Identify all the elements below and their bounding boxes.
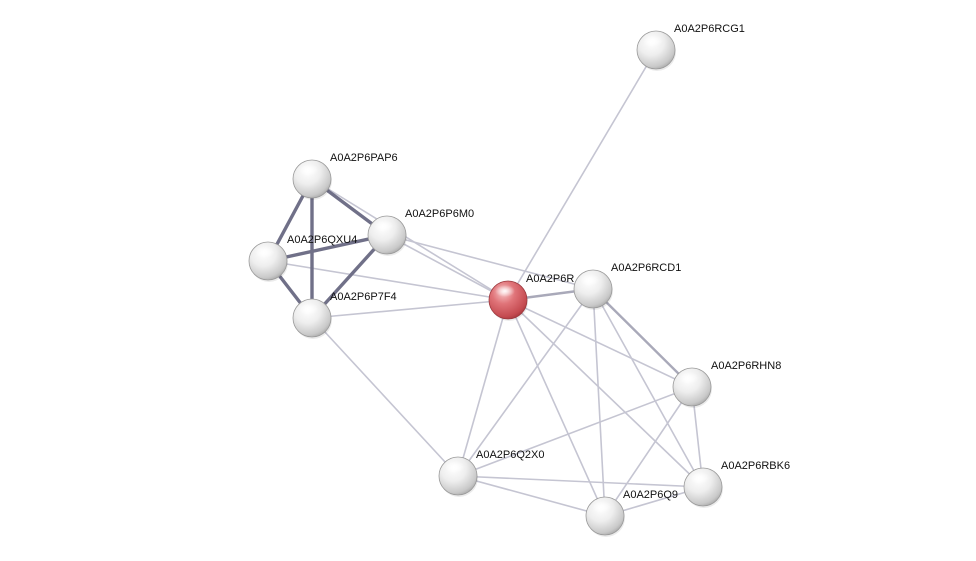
node-highlight [643,35,663,47]
node-a0a2p6qxu4[interactable]: A0A2P6QXU4 [248,234,357,282]
node-label: A0A2P6Q2X0 [476,449,545,461]
edge-q2x0-rbk6[interactable] [457,475,704,488]
node-highlight [299,164,319,176]
node-label: A0A2P6Q9 [623,489,678,501]
edge-q2x0-q9[interactable] [457,475,606,517]
node-label: A0A2P6RCD1 [611,262,681,274]
node-label: A0A2P6RHN8 [711,360,781,372]
edge-rcd1-q9[interactable] [592,288,606,517]
edge-rcd1-q2x0[interactable] [457,288,594,477]
node-label: A0A2P6PAP6 [330,152,398,164]
node-a0a2p6q9[interactable]: A0A2P6Q9 [585,489,678,537]
node-highlight [580,274,600,286]
edge-center-p7f4[interactable] [311,299,509,319]
edge-center-q2x0[interactable] [457,299,509,477]
edge-m0-qxu4[interactable] [266,233,389,263]
node-highlight [690,472,710,484]
edge-center-rhn8[interactable] [507,299,693,388]
node-highlight [592,501,612,513]
node-a0a2p6q2x0[interactable]: A0A2P6Q2X0 [438,449,545,497]
node-a0a2p6p6m0[interactable]: A0A2P6P6M0 [367,208,474,256]
edge-center-rcg1[interactable] [507,49,657,301]
node-highlight [299,303,319,315]
node-a0a2p6rcd1[interactable]: A0A2P6RCD1 [573,262,681,310]
node-a0a2p6rcg1[interactable]: A0A2P6RCG1 [636,23,745,71]
node-a0a2p6p7f4[interactable]: A0A2P6P7F4 [292,291,397,339]
node-label: A0A2P6RBK6 [721,460,790,472]
edge-center-m0[interactable] [386,234,509,301]
edge-center-q9[interactable] [507,299,606,517]
node-a0a2p6r[interactable]: A0A2P6R [488,273,574,321]
node-a0a2p6rhn8[interactable]: A0A2P6RHN8 [672,360,781,408]
edge-rcd1-rhn8[interactable] [591,287,694,389]
node-highlight [445,461,465,473]
edge-rhn8-q2x0[interactable] [457,386,693,477]
node-highlight [255,246,275,258]
node-highlight [374,220,394,232]
node-a0a2p6rbk6[interactable]: A0A2P6RBK6 [683,460,790,508]
node-highlight [495,285,515,297]
edge-m0-rcd1[interactable] [386,234,594,290]
edge-rcd1-rbk6[interactable] [592,288,704,488]
edge-center-rbk6[interactable] [507,299,704,488]
edge-center-pap6[interactable] [311,178,509,301]
node-label: A0A2P6P6M0 [405,208,474,220]
node-label: A0A2P6P7F4 [330,291,397,303]
node-label: A0A2P6QXU4 [287,234,357,246]
edges-layer [266,49,704,517]
edge-p7f4-q2x0[interactable] [311,317,459,477]
node-highlight [679,372,699,384]
node-label: A0A2P6R [526,273,574,285]
node-a0a2p6pap6[interactable]: A0A2P6PAP6 [292,152,398,200]
edge-rhn8-q9[interactable] [604,386,693,517]
node-label: A0A2P6RCG1 [674,23,745,35]
edge-center-qxu4[interactable] [267,260,509,301]
nodes-layer: A0A2P6RCG1A0A2P6PAP6A0A2P6P6M0A0A2P6QXU4… [248,23,790,537]
